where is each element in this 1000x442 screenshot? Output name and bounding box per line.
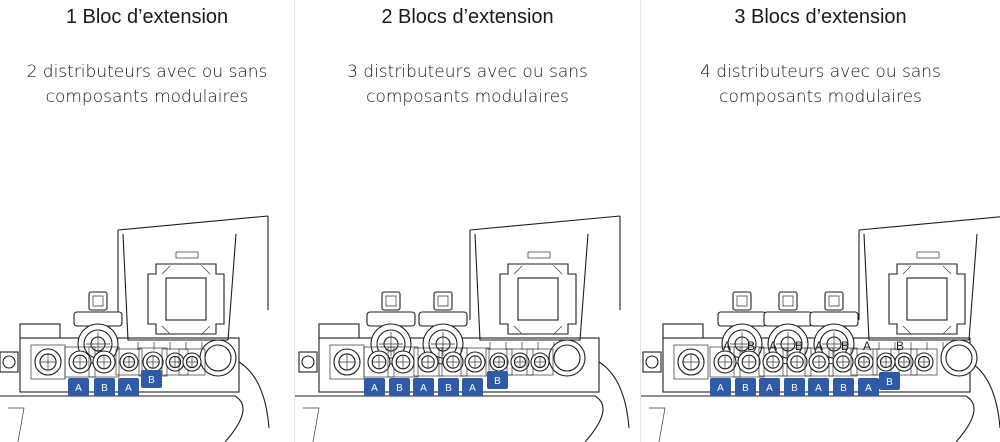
port-badge: A (68, 378, 89, 396)
port-label: B (896, 339, 904, 353)
svg-text:B: B (494, 376, 501, 387)
port-badge: A (462, 378, 483, 396)
relief-knob (940, 339, 978, 377)
port-fitting (782, 347, 812, 377)
port-badge: A (413, 378, 434, 396)
relief-knob (199, 339, 237, 377)
pump-motor (117, 215, 269, 350)
port-badge: A (710, 378, 731, 396)
port-label: A (863, 339, 871, 353)
port-fitting (30, 344, 66, 380)
port-label: B (795, 339, 803, 353)
panel-subtitle: 2 distributeurs avec ou sans composants … (0, 60, 294, 110)
subtitle-line: 2 distributeurs avec ou sans (26, 62, 268, 82)
port-badge: B (389, 378, 410, 396)
port-badge: B (735, 378, 756, 396)
panel-1-extension-block: 1 Bloc d’extension 2 distributeurs avec … (0, 0, 294, 442)
port-badge: A (364, 378, 385, 396)
svg-text:B: B (445, 383, 452, 394)
svg-text:B: B (101, 383, 108, 394)
solenoid-coil (717, 291, 767, 365)
port-badge: B (487, 371, 508, 389)
port-badge: B (94, 378, 115, 396)
panel-divider (640, 0, 641, 442)
port-label: A (723, 339, 731, 353)
port-badge: B (879, 372, 900, 390)
subtitle-line: composants modulaires (719, 87, 922, 107)
svg-text:A: A (125, 383, 132, 394)
subtitle-line: composants modulaires (45, 87, 249, 107)
port-fitting (709, 346, 741, 378)
svg-text:B: B (840, 383, 847, 394)
svg-text:A: A (420, 383, 427, 394)
panel-title: 1 Bloc d’extension (65, 6, 229, 28)
mounting-bracket (641, 395, 975, 442)
svg-text:A: A (371, 383, 378, 394)
mounting-bracket (0, 395, 244, 442)
panel-title: 2 Blocs d’extension (381, 6, 554, 28)
svg-text:B: B (148, 375, 155, 386)
port-badge: A (118, 378, 139, 396)
svg-text:A: A (469, 383, 476, 394)
pump-motor (858, 216, 1000, 350)
svg-text:A: A (865, 383, 872, 394)
port-fitting (673, 344, 709, 380)
port-badge: A (858, 378, 879, 396)
svg-text:B: B (791, 383, 798, 394)
svg-text:A: A (815, 383, 822, 394)
port-fitting (115, 348, 143, 376)
panel-3-extension-blocks: 3 Blocs d’extension 4 distributeurs avec… (641, 0, 1000, 442)
pump-motor (469, 215, 621, 350)
panel-2-extension-blocks: 2 Blocs d’extension 3 distributeurs avec… (295, 0, 640, 442)
inlet-port (0, 351, 19, 373)
port-label: B (841, 339, 849, 353)
subtitle-line: composants modulaires (366, 87, 569, 107)
svg-text:A: A (717, 383, 724, 394)
port-badge: A (808, 378, 829, 396)
subtitle-line: 4 distributeurs avec ou sans (700, 62, 941, 82)
port-fitting (890, 348, 918, 376)
port-fitting (733, 346, 765, 378)
port-badge: B (833, 378, 854, 396)
port-badge: B (784, 378, 805, 396)
port-fitting (178, 348, 206, 376)
svg-text:B: B (886, 377, 893, 388)
svg-text:A: A (75, 383, 82, 394)
port-fitting (804, 347, 834, 377)
subtitle-line: 3 distributeurs avec ou sans (347, 62, 588, 82)
svg-text:B: B (396, 383, 403, 394)
port-fitting (413, 347, 443, 377)
port-label: A (769, 339, 777, 353)
relief-knob (548, 339, 586, 377)
port-fitting (460, 347, 490, 377)
panel-subtitle: 3 distributeurs avec ou sans composants … (295, 60, 640, 110)
panel-divider (294, 0, 295, 442)
port-fitting (758, 347, 788, 377)
mounting-bracket (295, 395, 604, 442)
port-label: A (815, 339, 823, 353)
port-badge: B (438, 378, 459, 396)
port-badge: A (759, 378, 780, 396)
inlet-port (298, 351, 318, 373)
panel-title: 3 Blocs d’extension (734, 6, 907, 28)
port-fitting (438, 347, 468, 377)
panel-subtitle: 4 distributeurs avec ou sans composants … (641, 60, 1000, 110)
port-label: B (747, 339, 755, 353)
svg-text:B: B (742, 383, 749, 394)
inlet-port (642, 351, 662, 373)
port-badge: B (141, 370, 162, 388)
port-fitting (88, 346, 120, 378)
port-fitting (910, 348, 938, 376)
svg-text:A: A (766, 383, 773, 394)
port-fitting (506, 348, 534, 376)
port-fitting (526, 348, 554, 376)
port-fitting (363, 346, 395, 378)
